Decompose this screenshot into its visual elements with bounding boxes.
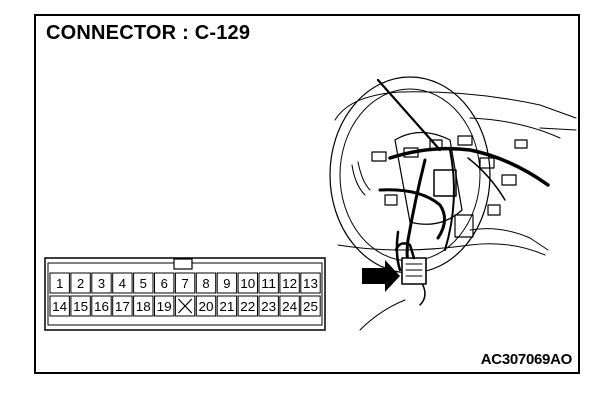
page-title: CONNECTOR : C-129: [46, 22, 251, 44]
pin-number: 13: [303, 276, 318, 291]
pin-cavity: [237, 272, 259, 294]
pin-cavity: [112, 272, 133, 294]
figure-id-label: AC307069AO: [480, 351, 573, 368]
pin-cavity: [133, 295, 154, 317]
pin-cavity: [154, 272, 175, 294]
pin-number: 4: [119, 276, 126, 291]
pin-number: 12: [282, 276, 297, 291]
pin-number: 6: [161, 276, 168, 291]
pin-cavity: [258, 295, 279, 317]
pin-number: 22: [240, 299, 255, 314]
pin-number: 9: [223, 276, 230, 291]
pin-number: 14: [52, 299, 67, 314]
pin-cavity: [174, 295, 196, 317]
pin-number: 11: [261, 276, 276, 291]
pin-number: 21: [219, 299, 234, 314]
pin-number: 16: [94, 299, 109, 314]
vehicle-illustration: [329, 76, 577, 331]
pin-number: 2: [77, 276, 84, 291]
pin-cavity: [300, 295, 321, 317]
pin-cavity: [258, 272, 279, 294]
pin-cavity: [300, 272, 321, 294]
pin-cavity: [279, 295, 300, 317]
pin-number: 15: [73, 299, 88, 314]
pin-cavity: [174, 272, 196, 294]
location-arrow-icon: [362, 260, 400, 292]
pin-number: 24: [282, 299, 297, 314]
diagram-frame: CONNECTOR : C-129 AC307069AO: [34, 14, 580, 374]
pin-number: 1: [56, 276, 63, 291]
pin-cavity: [279, 272, 300, 294]
pin-cavity: [70, 272, 91, 294]
empty-cavity-x-icon: [177, 298, 193, 314]
pin-cavity: [216, 295, 238, 317]
pin-cavity: [112, 295, 133, 317]
pin-cavity: [195, 295, 217, 317]
pin-number: 7: [181, 276, 188, 291]
pin-number: 3: [98, 276, 105, 291]
pin-number: 18: [136, 299, 151, 314]
pin-number: 10: [240, 276, 255, 291]
pin-number: 23: [261, 299, 276, 314]
pin-cavity: [49, 295, 70, 317]
pin-cavity: [195, 272, 217, 294]
pin-cavity: [154, 295, 175, 317]
pin-cavity: [133, 272, 154, 294]
pin-number: 19: [157, 299, 172, 314]
pin-cavity: [70, 295, 91, 317]
pin-cavity: [49, 272, 70, 294]
pin-number: 8: [202, 276, 209, 291]
pin-number: 5: [140, 276, 147, 291]
pin-cavity: [91, 272, 112, 294]
pin-cavity: [237, 295, 259, 317]
pin-number: 20: [199, 299, 214, 314]
pin-number: 25: [303, 299, 318, 314]
pin-cavity: [216, 272, 238, 294]
pin-number: 17: [115, 299, 130, 314]
pin-cavity: [91, 295, 112, 317]
